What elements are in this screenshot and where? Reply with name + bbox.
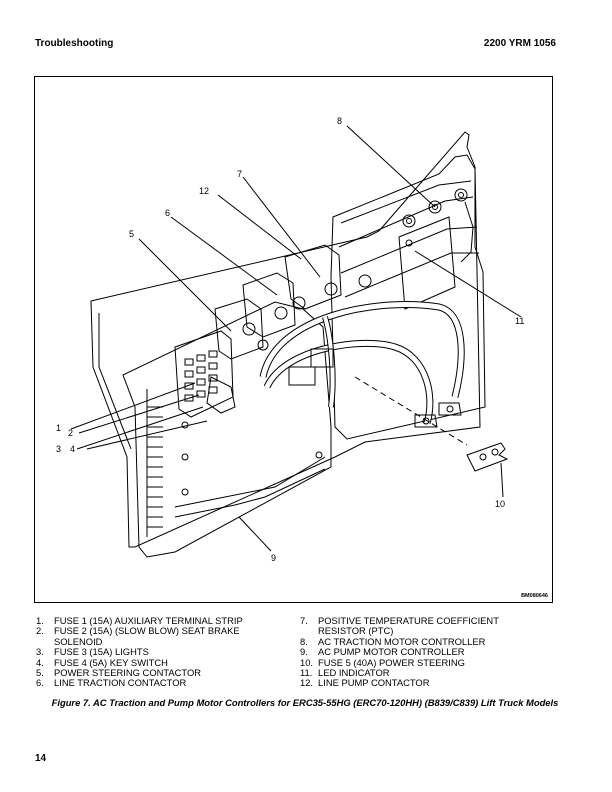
legend-item: 5.POWER STEERING CONTACTOR [36,667,202,679]
legend-item: 11.LED INDICATOR [300,667,390,679]
callout-4: 4 [70,444,75,454]
legend-item: 2.FUSE 2 (15A) (SLOW BLOW) SEAT BRAKE SO… [36,625,240,647]
callout-5: 5 [129,229,134,239]
power-cable [259,301,465,398]
legend-item: 10.FUSE 5 (40A) POWER STEERING [300,656,465,668]
figure-code: BM080646 [521,593,548,599]
contactor-traction [242,272,296,338]
legend-item: 9.AC PUMP MOTOR CONTROLLER [300,646,465,658]
callout-10: 10 [495,499,505,509]
legend-item: 6.LINE TRACTION CONTACTOR [36,677,187,689]
legend-item: 3.FUSE 3 (15A) LIGHTS [36,646,149,658]
pump-controller [122,301,332,558]
callout-8: 8 [337,116,342,126]
mounting-panel [90,131,481,548]
callout-2: 2 [68,428,73,438]
contactor-steering [214,298,264,360]
power-cable-2 [263,339,434,425]
legend-left-column: 1.FUSE 1 (15A) AUXILIARY TERMINAL STRIP … [36,615,276,689]
document-number: 2200 YRM 1056 [483,38,556,49]
figure-frame: 1 2 3 4 5 6 7 8 9 10 11 12 BM080646 [34,76,553,603]
callout-3: 3 [56,444,61,454]
figure-caption: Figure 7. AC Traction and Pump Motor Con… [51,697,559,708]
legend-item: 7.POSITIVE TEMPERATURE COEFFICIENT RESIS… [300,615,499,637]
legend-right-column: 7.POSITIVE TEMPERATURE COEFFICIENT RESIS… [300,615,540,689]
controller-illustration: 1 2 3 4 5 6 7 8 9 10 11 12 [56,116,524,563]
callout-9: 9 [271,553,276,563]
contactor-pump [284,244,342,310]
section-title: Troubleshooting [35,38,114,49]
fuse-5 [466,442,509,472]
legend-item: 12.LINE PUMP CONTACTOR [300,677,430,689]
callout-1: 1 [56,423,61,433]
legend-item: 1.FUSE 1 (15A) AUXILIARY TERMINAL STRIP [36,615,243,626]
legend-item: 8.AC TRACTION MOTOR CONTROLLER [300,635,486,647]
fuse-block [174,330,234,418]
callout-6: 6 [165,208,170,218]
callout-7: 7 [237,169,242,179]
callout-12: 12 [199,186,209,196]
legend-item: 4.FUSE 4 (5A) KEY SWITCH [36,656,168,668]
page-number: 14 [35,753,47,764]
callout-11: 11 [515,316,524,326]
